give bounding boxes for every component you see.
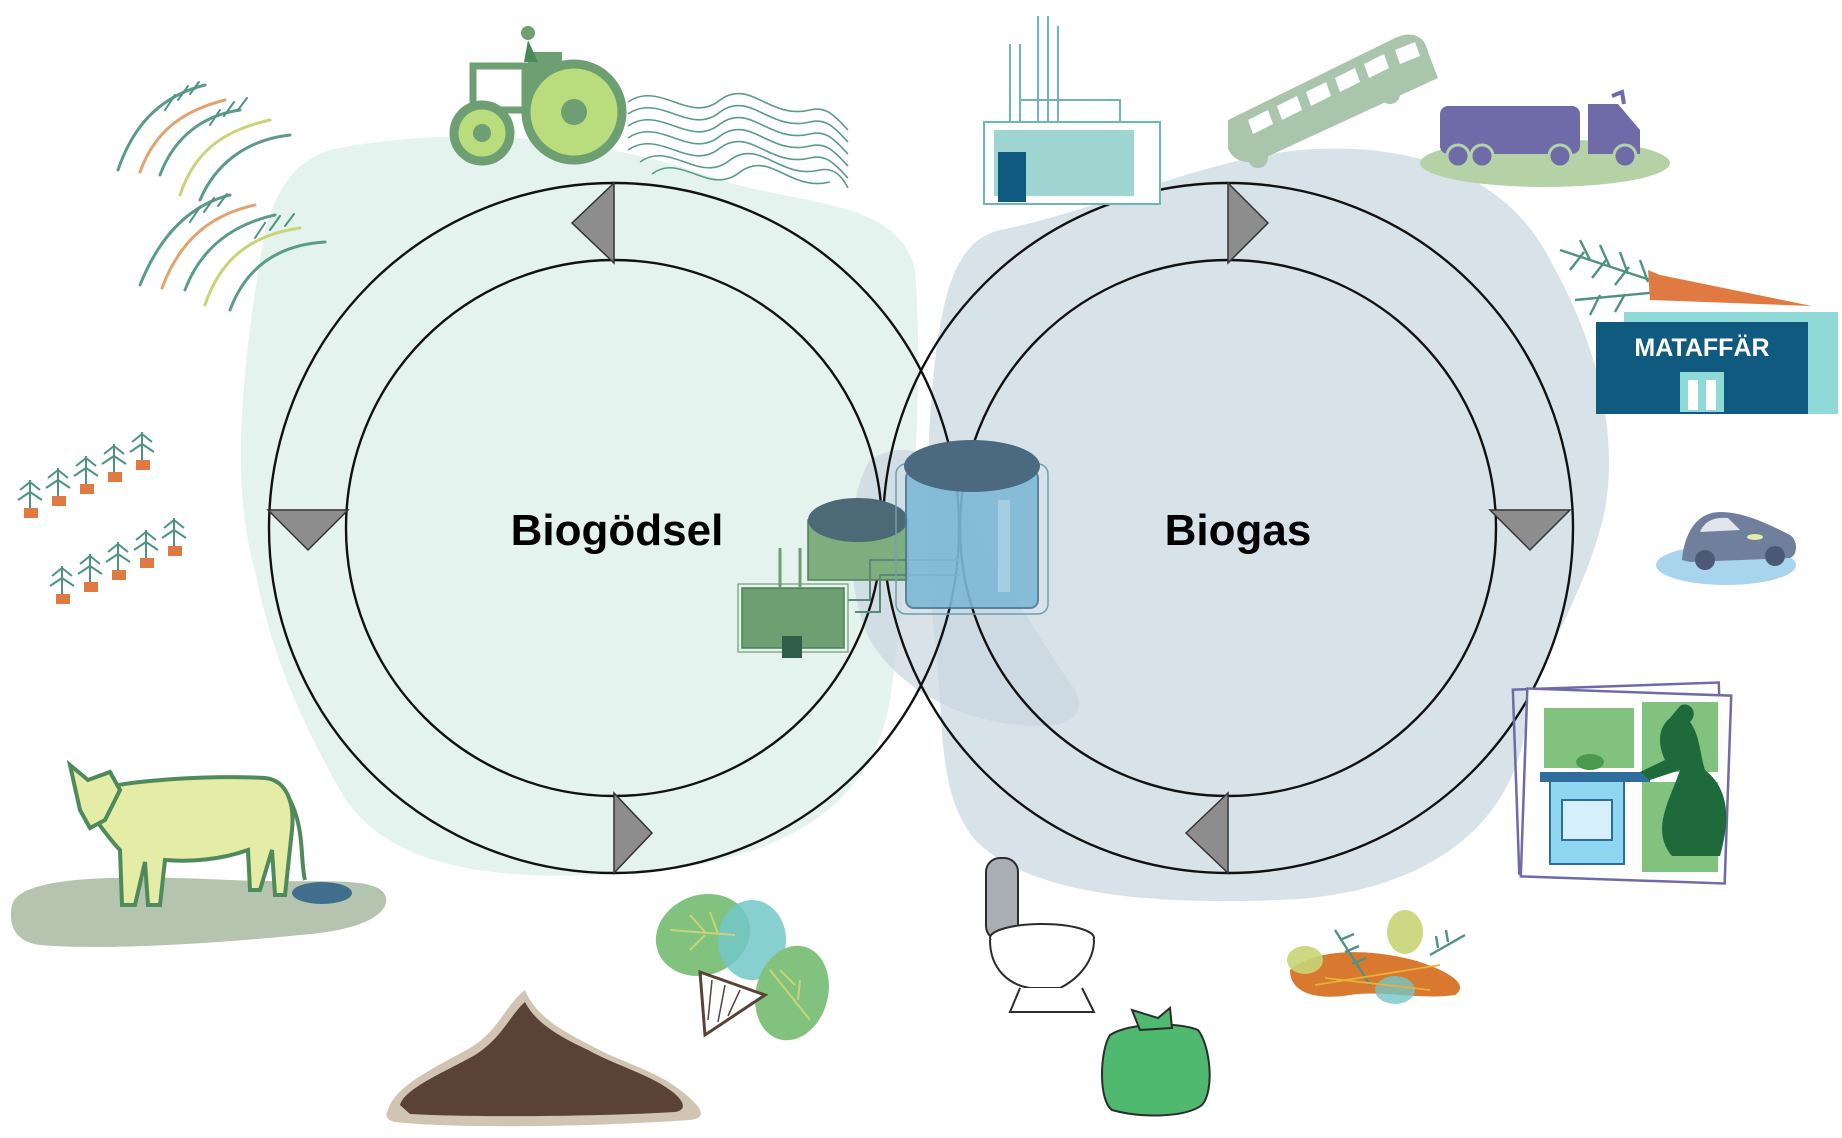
grocery-store-icon: MATAFFÄR <box>1559 239 1838 414</box>
bus-icon <box>1228 34 1438 168</box>
truck-icon <box>1420 89 1670 187</box>
waste-bag-icon <box>1101 1006 1211 1117</box>
biogas-plant-icon <box>737 440 1049 658</box>
car-icon <box>1656 512 1796 585</box>
right-cycle-label: Biogas <box>1165 506 1312 555</box>
right-cycle-background <box>927 148 1609 902</box>
toilet-icon <box>985 857 1096 1013</box>
factory-icon <box>983 16 1161 205</box>
tractor-icon <box>449 26 627 166</box>
food-waste-icon <box>1287 910 1466 1004</box>
background-blobs <box>240 136 1609 902</box>
right-top-arrow <box>1227 181 1270 265</box>
left-bottom-arrow <box>613 791 654 875</box>
leaves-icon <box>655 893 829 1041</box>
left-cycle-label: Biogödsel <box>511 506 724 555</box>
right-side-arrow <box>1488 509 1572 552</box>
soil-pile-icon <box>386 990 701 1127</box>
right-bottom-arrow <box>1184 791 1229 875</box>
store-sign: MATAFFÄR <box>1634 334 1769 362</box>
left-cycle-background <box>240 136 919 876</box>
left-top-arrow <box>570 181 615 265</box>
kitchen-icon <box>1511 681 1733 885</box>
cow-icon <box>10 759 387 947</box>
wheat-icon <box>116 81 327 312</box>
cycle-arrows <box>266 181 1572 875</box>
field-waves-icon <box>627 92 849 189</box>
left-side-arrow <box>266 509 350 552</box>
seedlings-icon <box>17 432 187 604</box>
